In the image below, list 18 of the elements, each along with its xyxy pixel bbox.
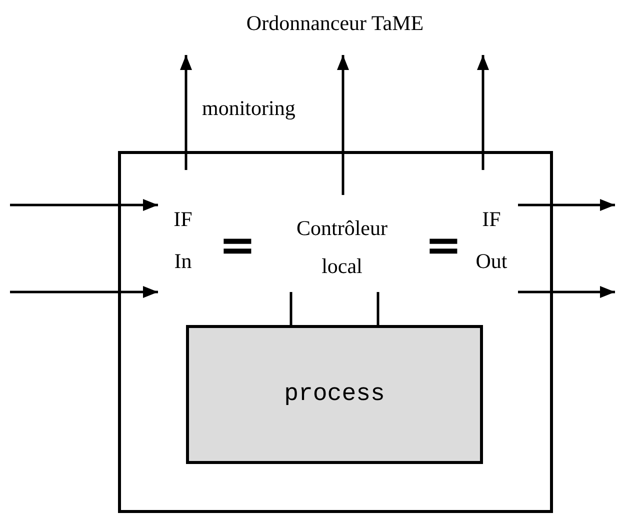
arrow	[477, 55, 489, 170]
process-box	[186, 325, 483, 464]
node-label: Ordonnanceur TaME	[246, 10, 424, 37]
arrow	[10, 286, 158, 298]
equals-sign: =	[219, 224, 256, 268]
node-label: IF In	[174, 206, 192, 275]
process-label: process	[284, 381, 385, 408]
node-label: IF Out	[476, 206, 508, 275]
arrow	[518, 286, 615, 298]
arrow	[180, 55, 192, 170]
node-label: Contrôleur local	[296, 215, 388, 280]
equals-sign: =	[425, 224, 462, 268]
connector-line	[376, 292, 380, 325]
arrow	[518, 199, 615, 211]
outer-box	[118, 151, 553, 513]
connector-line	[290, 292, 292, 325]
arrow	[10, 199, 158, 211]
arrow	[337, 55, 349, 195]
